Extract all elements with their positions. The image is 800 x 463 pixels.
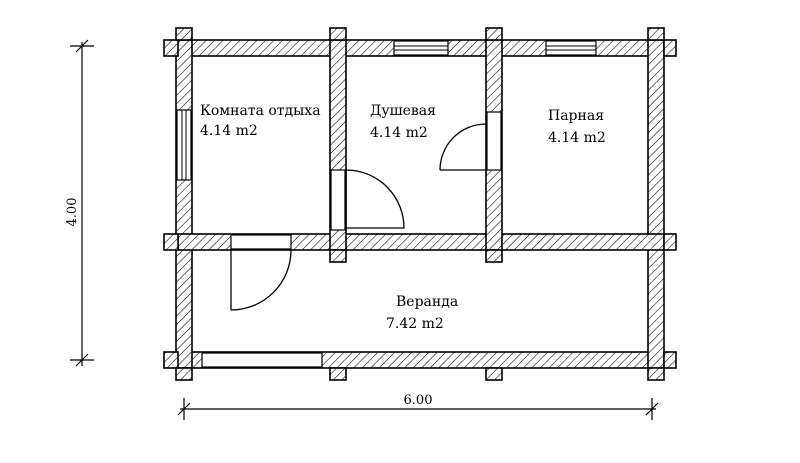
room-name-rest: Комната отдыха: [200, 103, 321, 119]
door-swing-1: [230, 249, 292, 311]
wall-right: [647, 39, 665, 369]
log-corners: [163, 27, 677, 381]
room-area-veranda: 7.42 m2: [386, 316, 444, 332]
window-left: [176, 109, 192, 181]
room-name-shower: Душевая: [370, 103, 436, 119]
room-name-veranda: Веранда: [396, 294, 458, 310]
window-top-1: [393, 40, 449, 56]
window-top-2: [545, 40, 597, 56]
room-labels: Комната отдыха 4.14 m2 Душевая 4.14 m2 П…: [200, 103, 606, 332]
room-name-steam: Парная: [548, 108, 604, 124]
windows: [176, 40, 597, 368]
door-swing-3: [439, 123, 487, 171]
dimension-width: 6.00: [177, 393, 659, 420]
dimension-height-label: 4.00: [65, 198, 80, 227]
dimension-width-label: 6.00: [404, 393, 433, 408]
door-opening-1: [230, 234, 292, 250]
room-area-shower: 4.14 m2: [370, 125, 428, 141]
door-swing-2: [345, 169, 405, 229]
dimension-height: 4.00: [65, 39, 94, 367]
wall-left: [175, 39, 193, 369]
door-opening-3: [486, 111, 502, 171]
doors: [230, 111, 502, 311]
room-area-rest: 4.14 m2: [200, 123, 258, 139]
room-area-steam: 4.14 m2: [548, 130, 606, 146]
door-opening-2: [330, 169, 346, 231]
opening-bottom: [201, 352, 323, 368]
